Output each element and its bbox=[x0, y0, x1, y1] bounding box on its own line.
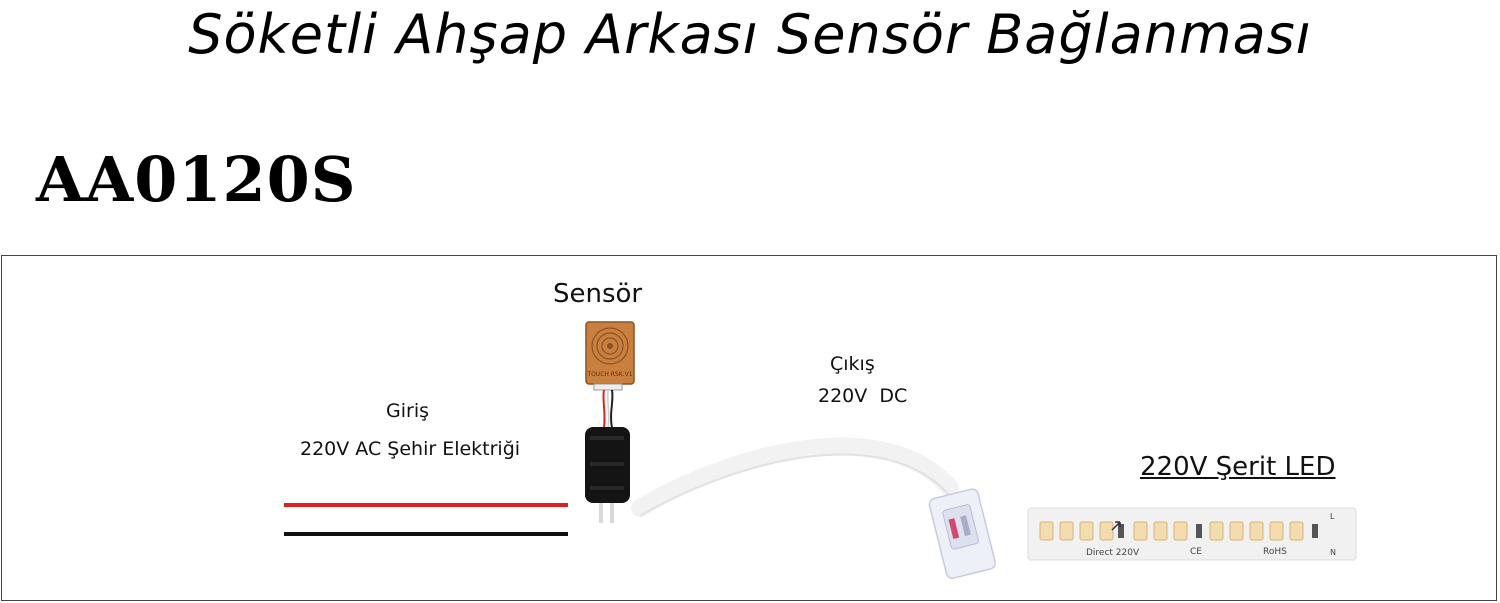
diagram-frame bbox=[1, 255, 1497, 601]
led-ce-mark: CE bbox=[1190, 547, 1202, 557]
touch-sensor-board: TOUCH RSK.V1 bbox=[585, 321, 635, 391]
input-label: Giriş bbox=[386, 400, 429, 422]
led-strip-marking: Direct 220V bbox=[1086, 548, 1140, 558]
sensor-label: Sensör bbox=[553, 279, 643, 309]
page-title: Söketli Ahşap Arkası Sensör Bağlanması bbox=[188, 3, 1312, 66]
output-label: Çıkış bbox=[830, 353, 875, 375]
output-spec: 220V DC bbox=[818, 385, 908, 407]
input-spec: 220V AC Şehir Elektriği bbox=[300, 438, 521, 460]
led-chip-group bbox=[1039, 521, 1304, 541]
sensor-board-text: TOUCH RSK.V1 bbox=[586, 371, 632, 378]
led-connector bbox=[928, 488, 996, 580]
sensor-driver-module bbox=[585, 427, 630, 523]
output-cable bbox=[631, 437, 959, 517]
led-strip-label: 220V Şerit LED bbox=[1140, 452, 1336, 482]
led-strip: Direct 220V CE RoHS L N bbox=[1027, 507, 1357, 561]
sensor-lead-black bbox=[610, 389, 614, 429]
model-code: AA0120S bbox=[36, 143, 357, 216]
sensor-lead-red bbox=[602, 389, 606, 429]
sensor-lead-white bbox=[607, 389, 610, 429]
led-l-mark: L bbox=[1330, 512, 1335, 521]
led-rohs-mark: RoHS bbox=[1263, 547, 1287, 557]
cut-mark-icon bbox=[1111, 521, 1121, 531]
led-n-mark: N bbox=[1330, 548, 1336, 557]
